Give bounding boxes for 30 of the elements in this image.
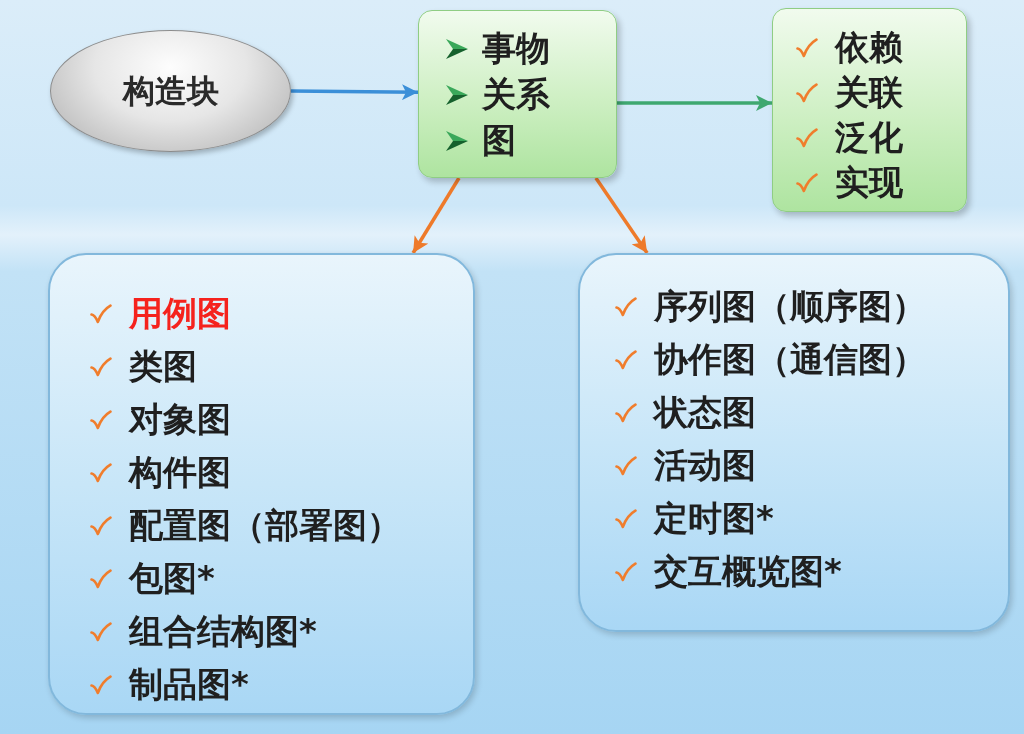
rounded-box [772, 8, 967, 212]
list-item: 图 [482, 121, 516, 161]
list-item: 协作图（通信图） [654, 339, 926, 380]
arrow [617, 95, 772, 111]
list-item: 用例图 [129, 293, 231, 334]
rounded-panel [48, 253, 475, 715]
list-item: 交互概览图* [654, 551, 842, 592]
arrow [411, 177, 461, 254]
list-item: 构件图 [129, 452, 231, 493]
list-item: 活动图 [654, 445, 756, 486]
list-item: 配置图（部署图） [129, 505, 401, 546]
list-item: 关系 [482, 75, 550, 115]
list-item: 类图 [129, 346, 197, 387]
arrow [291, 84, 418, 101]
list-item: 定时图* [654, 498, 774, 539]
list-item: 制品图* [129, 664, 249, 705]
list-item: 对象图 [129, 399, 231, 440]
arrow [594, 177, 649, 254]
list-item: 事物 [482, 29, 550, 69]
list-item: 实现 [835, 162, 903, 203]
list-item: 泛化 [835, 117, 903, 158]
list-item: 序列图（顺序图） [654, 286, 926, 327]
rounded-box [418, 10, 617, 178]
list-item: 关联 [835, 72, 903, 113]
list-item: 包图* [129, 558, 215, 599]
node-label: 构造块 [122, 71, 219, 111]
rounded-panel [578, 253, 1010, 632]
list-item: 状态图 [654, 392, 756, 433]
list-item: 依赖 [835, 27, 903, 68]
list-item: 组合结构图* [129, 611, 317, 652]
